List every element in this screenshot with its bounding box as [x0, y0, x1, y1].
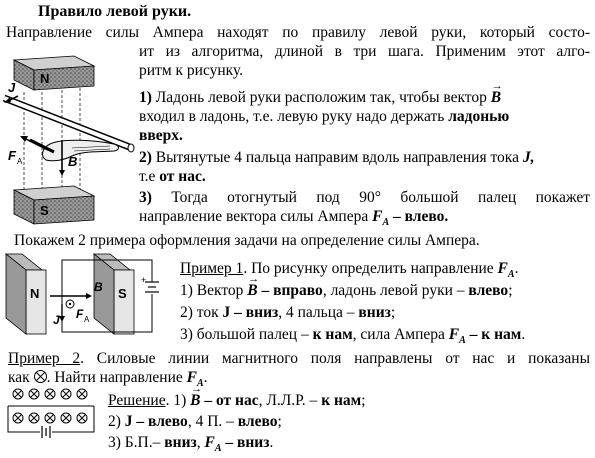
step2-line-1: 2) Вытянутые 4 пальца направим вдоль нап…: [139, 149, 535, 166]
examples-intro: Покажем 2 примера оформления задачи на о…: [14, 232, 480, 249]
force-label: F: [8, 148, 17, 163]
step1-line-1: 1) Ладонь левой руки расположим так, что…: [139, 77, 503, 107]
example2-solution-2: 2) J – влево, 4 П. – влево;: [108, 413, 282, 430]
s-magnet: S: [92, 253, 135, 335]
example2-task-1: Пример 2. Силовые линии магнитного поля …: [8, 350, 590, 367]
n-magnet: N: [4, 253, 47, 335]
current-arrow: J: [4, 80, 19, 103]
intro-line-3: ритм к рисунку.: [139, 62, 244, 79]
page-title: Правило левой руки.: [38, 3, 192, 20]
fig1-n-label: N: [30, 286, 39, 301]
step1-line-3: вверх.: [139, 127, 183, 144]
fig1-force: F A: [65, 299, 90, 324]
solution-heading: Решение: [108, 392, 166, 409]
wire: [2, 94, 135, 153]
fig1-j-label: J: [53, 313, 60, 327]
example1-heading: Пример 1: [180, 260, 244, 277]
b-label: B: [68, 154, 77, 169]
fig1-s-label: S: [118, 286, 127, 301]
step1-line-2: входил в ладонь, т.е. левую руку надо де…: [139, 108, 510, 125]
fig1-b-label: B: [94, 280, 103, 294]
south-label: S: [40, 203, 49, 218]
vector-b: B: [491, 77, 503, 107]
example1-answer-2: 2) ток J – вниз, 4 пальца – вниз;: [180, 304, 396, 321]
example2-solution-1: Решение. 1) B – от нас, Л.Л.Р. – к нам;: [108, 380, 366, 410]
example1-task: Пример 1. По рисунку определить направле…: [180, 260, 519, 281]
step2-line-2: т.е от нас.: [139, 168, 206, 185]
cross-symbol: [33, 370, 47, 383]
field-crosses: [12, 388, 88, 424]
north-pole-block: N: [12, 55, 96, 91]
force-arrow: F A: [8, 136, 49, 166]
fig1-f-label: F: [76, 307, 84, 321]
example2-solution-3: 3) Б.П.– вниз, FA – вниз.: [108, 434, 274, 455]
intro-line-2: ит из алгоритма, длиной в три шага. Прим…: [139, 43, 590, 60]
example1-figure: N S + J B F A: [4, 253, 159, 335]
north-label: N: [40, 71, 49, 86]
fig1-f-sub: A: [84, 315, 90, 324]
example1-answer-3: 3) большой палец – к нам, сила Ампера FA…: [180, 326, 526, 347]
step3-line-2: направление вектора силы Ампера FA – вле…: [139, 208, 449, 229]
fig1-current: J: [53, 304, 65, 327]
fig1-plus: +: [141, 275, 146, 285]
step3-line-1: 3) Тогда отогнутый под 90° большой палец…: [139, 189, 590, 206]
example2-heading: Пример 2: [8, 350, 81, 367]
b-arrow: B: [59, 140, 77, 176]
circuit-wire: +: [61, 259, 159, 333]
example2-figure: [7, 388, 95, 438]
intro-line-1: Направление силы Ампера находят по прави…: [6, 24, 590, 41]
current-label: J: [8, 80, 16, 95]
fig1-b: B: [50, 280, 103, 299]
main-figure: N J F A B S: [2, 55, 135, 225]
example1-answer-1: 1) Вектор B – вправо, ладонь левой руки …: [180, 270, 513, 300]
force-sub: A: [17, 157, 23, 166]
south-pole-block: S: [12, 185, 96, 225]
fig2-wire: [7, 405, 95, 438]
